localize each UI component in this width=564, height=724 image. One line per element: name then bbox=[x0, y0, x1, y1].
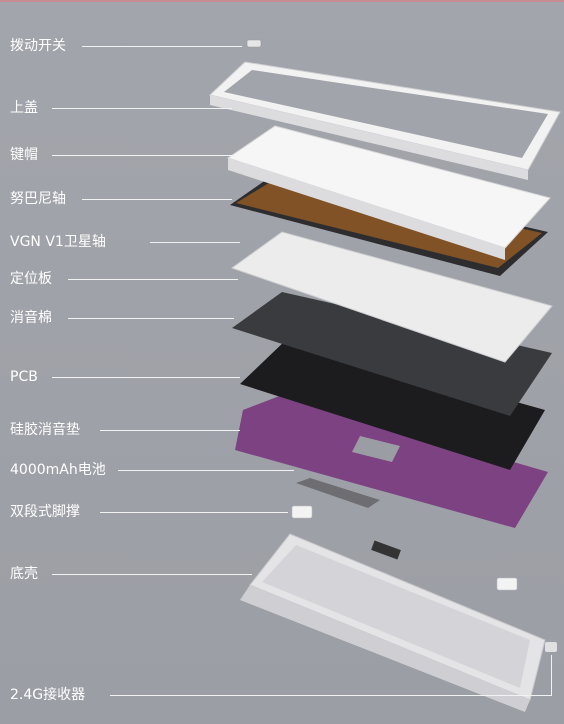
label-stabilizer: VGN V1卫星轴 bbox=[10, 234, 106, 250]
leader-plate bbox=[68, 279, 238, 280]
leader-top-cover bbox=[52, 108, 232, 109]
leader-silicone-pad bbox=[100, 430, 240, 431]
label-nuba-switch: 努巴尼轴 bbox=[10, 191, 66, 207]
leader-receiver bbox=[110, 695, 552, 696]
pcb-layer bbox=[240, 338, 545, 470]
label-pcb: PCB bbox=[10, 369, 38, 385]
label-feet: 双段式脚撑 bbox=[10, 504, 80, 520]
leader-bottom-case bbox=[52, 574, 252, 575]
label-plate: 定位板 bbox=[10, 271, 52, 287]
leader-stabilizer bbox=[150, 242, 240, 243]
leader-pcb bbox=[52, 377, 240, 378]
top-accent-bar bbox=[0, 0, 564, 2]
leader-nuba-switch bbox=[82, 199, 232, 200]
leader-feet bbox=[100, 512, 288, 513]
plate-layer bbox=[230, 231, 553, 363]
leader-battery bbox=[118, 470, 294, 471]
label-bottom-case: 底壳 bbox=[10, 566, 38, 582]
leader-receiver-vertical bbox=[551, 655, 552, 696]
label-switch: 拨动开关 bbox=[10, 38, 66, 54]
foam-layer bbox=[232, 292, 552, 416]
leader-foam bbox=[68, 318, 234, 319]
label-battery: 4000mAh电池 bbox=[10, 462, 106, 478]
feet-parts bbox=[291, 505, 518, 591]
label-silicone-pad: 硅胶消音垫 bbox=[10, 422, 80, 438]
label-receiver: 2.4G接收器 bbox=[10, 687, 86, 703]
label-top-cover: 上盖 bbox=[10, 100, 38, 116]
leader-switch bbox=[82, 46, 242, 47]
leader-keycaps bbox=[52, 155, 236, 156]
top-cover-layer bbox=[208, 61, 561, 180]
label-keycaps: 键帽 bbox=[10, 147, 38, 163]
label-foam: 消音棉 bbox=[10, 310, 52, 326]
bottom-case-layer bbox=[240, 533, 546, 712]
toggle-switch-part bbox=[246, 39, 262, 48]
battery-part bbox=[296, 478, 380, 508]
receiver-part bbox=[545, 642, 557, 652]
